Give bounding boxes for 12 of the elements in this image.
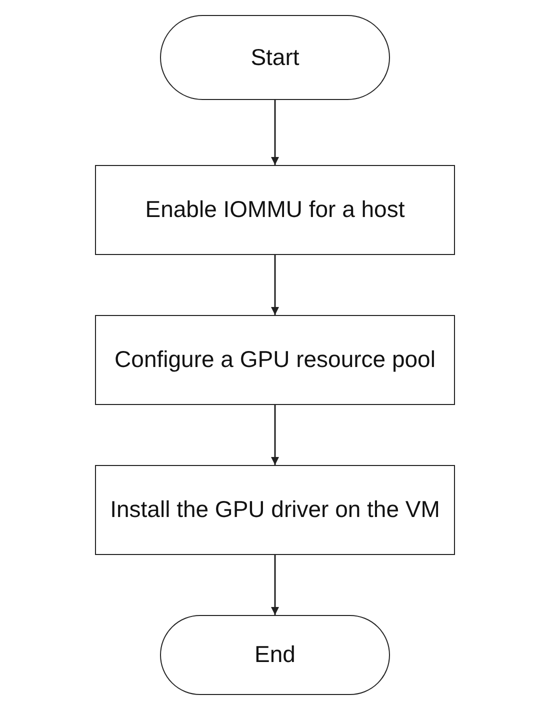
process-box <box>95 315 455 405</box>
arrow <box>271 405 279 465</box>
node-label: End <box>254 641 296 669</box>
process-box <box>95 465 455 555</box>
node-label: Start <box>250 44 300 72</box>
arrow <box>271 555 279 615</box>
node-label: Install the GPU driver on the VM <box>110 496 440 524</box>
arrow <box>271 255 279 315</box>
process-box <box>95 165 455 255</box>
node-label: Enable IOMMU for a host <box>145 196 405 224</box>
node-label: Configure a GPU resource pool <box>114 346 436 374</box>
arrow <box>271 100 279 165</box>
